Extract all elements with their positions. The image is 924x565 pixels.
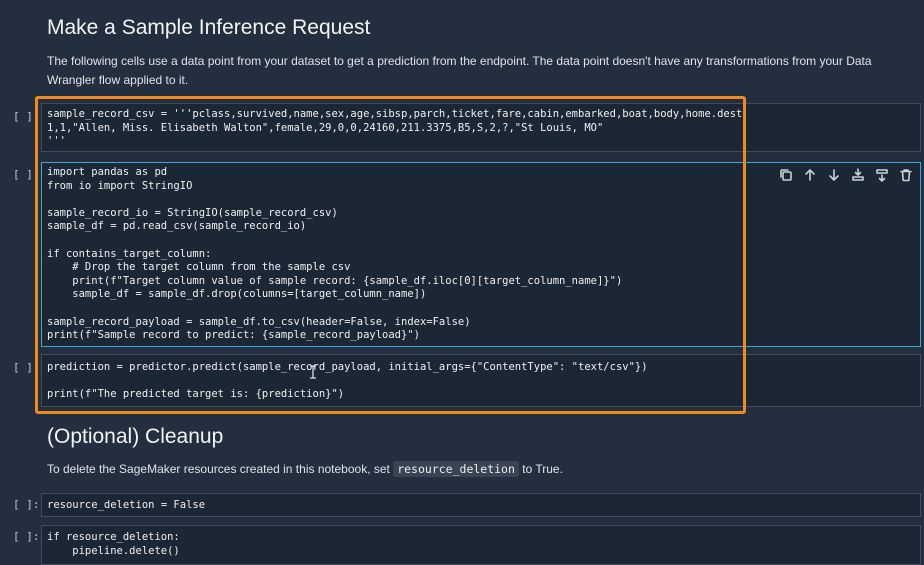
cell-prompt: [ ]: xyxy=(13,498,40,511)
cell-prompt: [ ]: xyxy=(13,110,40,123)
code-line: # Drop the target column from the sample… xyxy=(47,261,351,274)
code-line: sample_df = pd.read_csv(sample_record_io… xyxy=(47,220,307,233)
code-line: print(f"Target column value of sample re… xyxy=(47,274,623,287)
move-cell-down-button[interactable] xyxy=(825,166,843,184)
code-line: import pandas as pd xyxy=(47,166,168,178)
section-description-inference: The following cells use a data point fro… xyxy=(47,54,872,87)
code-line xyxy=(47,193,920,207)
code-cell-pipeline-delete[interactable]: if resource_deletion: pipeline.delete() xyxy=(41,525,921,565)
code-editor[interactable]: prediction = predictor.predict(sample_re… xyxy=(42,355,920,402)
code-line: from io import StringIO xyxy=(47,179,193,192)
code-line: print(f"Sample record to predict: {sampl… xyxy=(47,329,420,342)
code-line: sample_df = sample_df.drop(columns=[targ… xyxy=(47,288,427,301)
code-line: if contains_target_column: xyxy=(47,247,212,260)
move-cell-up-button[interactable] xyxy=(801,166,819,184)
code-line: ''' xyxy=(47,135,66,148)
cell-prompt: [ ]: xyxy=(13,530,40,543)
text-cursor-icon xyxy=(310,365,316,379)
code-cell-prediction[interactable]: prediction = predictor.predict(sample_re… xyxy=(41,354,921,407)
code-line: pipeline.delete() xyxy=(47,544,180,557)
code-line xyxy=(47,302,920,316)
code-cell-sample-record[interactable]: sample_record_csv = '''pclass,survived,n… xyxy=(41,103,921,152)
cell-toolbar xyxy=(777,166,915,184)
insert-cell-below-button[interactable] xyxy=(873,166,891,184)
section-title-inference: Make a Sample Inference Request xyxy=(47,16,371,39)
code-line xyxy=(47,234,920,248)
code-editor[interactable]: if resource_deletion: pipeline.delete() xyxy=(42,526,920,558)
code-editor[interactable]: sample_record_csv = '''pclass,survived,n… xyxy=(42,104,920,149)
section-description-cleanup: To delete the SageMaker resources create… xyxy=(47,460,897,479)
code-line: 1,1,"Allen, Miss. Elisabeth Walton",fema… xyxy=(47,121,604,134)
code-line: resource_deletion = False xyxy=(47,499,206,511)
code-line: sample_record_io = StringIO(sample_recor… xyxy=(47,206,338,219)
insert-cell-above-button[interactable] xyxy=(849,166,867,184)
code-line: if resource_deletion: xyxy=(47,531,180,543)
trash-icon xyxy=(900,169,912,182)
code-cell-resource-deletion[interactable]: resource_deletion = False xyxy=(41,493,921,517)
section-title-cleanup: (Optional) Cleanup xyxy=(47,425,224,448)
code-line: print(f"The predicted target is: {predic… xyxy=(47,388,345,401)
copy-cell-button[interactable] xyxy=(777,166,795,184)
cell-prompt: [ ]: xyxy=(13,361,40,374)
code-line: prediction = predictor.predict(sample_re… xyxy=(47,361,648,373)
cleanup-text-after: to True. xyxy=(518,462,563,476)
arrow-down-icon xyxy=(829,169,839,181)
code-editor[interactable]: resource_deletion = False xyxy=(42,494,920,513)
code-line: sample_record_payload = sample_df.to_csv… xyxy=(47,315,471,328)
code-line xyxy=(47,375,920,389)
inline-code-resource-deletion: resource_deletion xyxy=(393,461,519,477)
copy-icon xyxy=(780,169,792,181)
code-line: sample_record_csv = '''pclass,survived,n… xyxy=(47,108,743,120)
insert-below-icon xyxy=(876,169,888,182)
cleanup-text-before: To delete the SageMaker resources create… xyxy=(47,462,394,476)
arrow-up-icon xyxy=(805,169,815,181)
delete-cell-button[interactable] xyxy=(897,166,915,184)
cell-prompt: [ ]: xyxy=(13,168,40,181)
insert-above-icon xyxy=(852,168,864,181)
